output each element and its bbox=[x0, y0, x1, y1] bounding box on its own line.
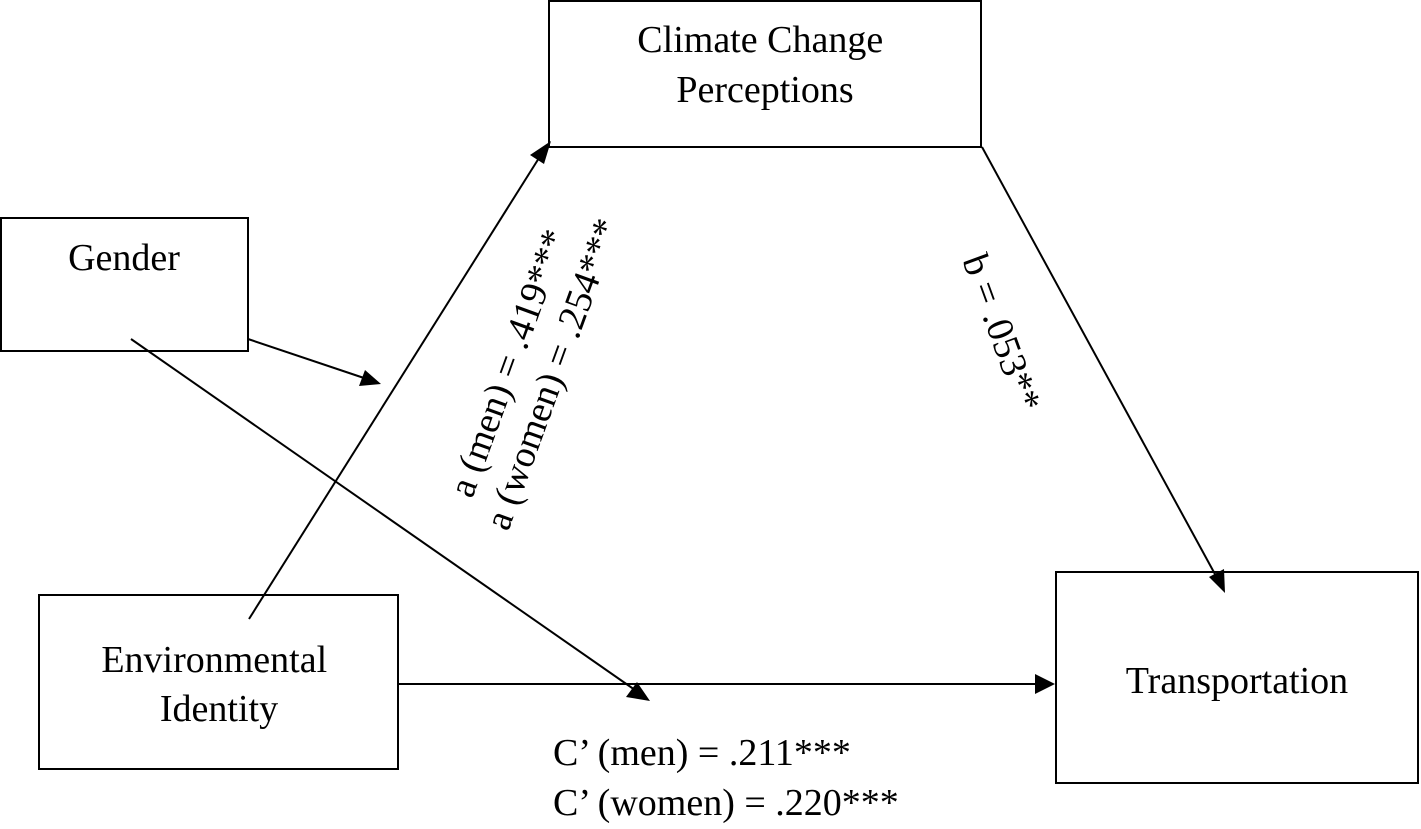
environmental-identity-box bbox=[38, 594, 399, 770]
path-c-prime-coefficient-women: C’ (women) = .220*** bbox=[553, 782, 899, 824]
path-a-line bbox=[248, 157, 540, 620]
gender-moderation-a-line bbox=[247, 338, 365, 379]
path-b-coefficient: b = .053** bbox=[954, 249, 1050, 417]
path-b-arrowhead-icon bbox=[1209, 569, 1225, 593]
gender-box bbox=[0, 217, 249, 352]
path-a-arrowhead-icon bbox=[530, 141, 551, 164]
gender-label: Gender bbox=[68, 237, 180, 279]
climate-change-perceptions-box bbox=[548, 0, 982, 148]
path-b-coefficient-line: b = .053** bbox=[954, 249, 1050, 417]
environmental-identity-label: Environmental Identity bbox=[101, 639, 336, 730]
path-c-prime-coefficient-men: C’ (men) = .211*** bbox=[553, 732, 851, 774]
environmental-label-line-1: Environmental bbox=[101, 639, 327, 681]
climate-change-perceptions-label: Climate Change Perceptions bbox=[637, 19, 892, 111]
path-c-prime-coefficients: C’ (men) = .211*** C’ (women) = .220*** bbox=[553, 732, 899, 824]
path-b-line bbox=[981, 146, 1217, 577]
transportation-label: Transportation bbox=[1126, 660, 1348, 702]
transportation-label-line-1: Transportation bbox=[1126, 660, 1348, 702]
gender-moderation-c-arrowhead-icon bbox=[626, 682, 650, 701]
transportation-box bbox=[1055, 571, 1419, 784]
climate-label-line-1: Climate Change bbox=[637, 19, 883, 61]
climate-label-line-2: Perceptions bbox=[676, 69, 853, 111]
gender-moderation-a-arrowhead-icon bbox=[359, 370, 381, 386]
gender-label-line-1: Gender bbox=[68, 237, 180, 279]
gender-moderation-c-line bbox=[130, 338, 636, 691]
environmental-label-line-2: Identity bbox=[160, 688, 278, 730]
path-c-prime-arrowhead-icon bbox=[1035, 674, 1055, 694]
path-a-coefficients: a (men) = .419*** a (women) = .254*** bbox=[435, 198, 629, 535]
